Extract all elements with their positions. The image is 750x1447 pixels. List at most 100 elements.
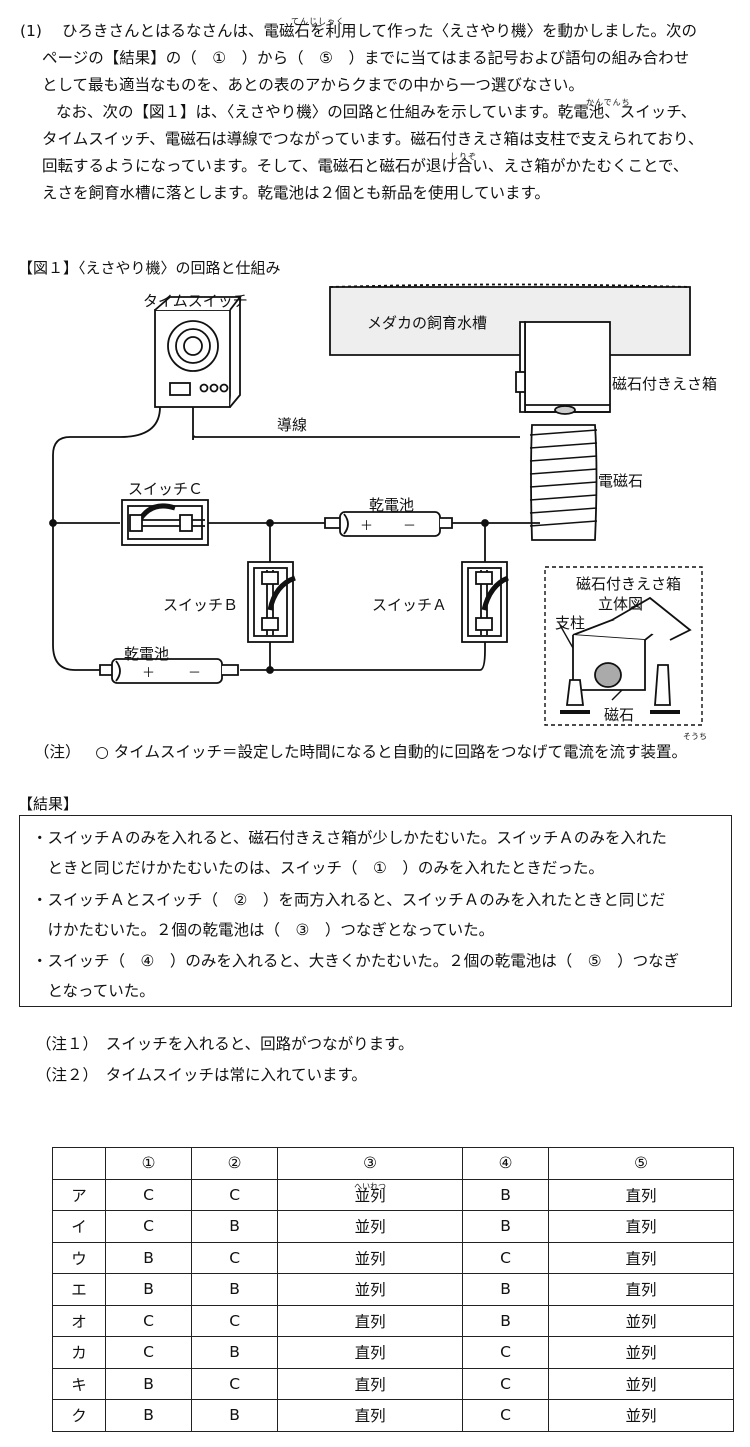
table-cell: 並列: [548, 1367, 734, 1400]
table-cell: 直列: [548, 1273, 734, 1306]
table-cell: オ: [52, 1304, 106, 1337]
table-header-row: ① ② ③ ④ ⑤: [52, 1147, 734, 1180]
question-text: (1)ひろきさんとはるなさんは、電磁石を利用して作った〈えさやり機〉を動かしまし…: [20, 17, 735, 207]
table-cell: B: [462, 1273, 550, 1306]
label-switch-a: スイッチＡ: [372, 596, 448, 614]
question-number: (1): [20, 22, 42, 40]
label-wire: 導線: [277, 416, 308, 434]
table-cell: C: [191, 1241, 279, 1274]
table-cell: C: [191, 1367, 279, 1400]
label-tank: メダカの飼育水槽: [367, 314, 488, 332]
table-cell: イ: [52, 1210, 106, 1243]
figure-title: 【図１】〈えさやり機〉の回路と仕組み: [18, 259, 281, 277]
table-row: カ C B 直列 C 並列: [52, 1336, 734, 1369]
result-box: ・スイッチＡのみを入れると、磁石付きえさ箱が少しかたむいた。スイッチＡのみを入れ…: [19, 815, 732, 1007]
table-cell: C: [104, 1336, 193, 1369]
label-time-switch: タイムスイッチ: [143, 292, 248, 310]
table-cell: C: [104, 1210, 193, 1243]
table-cell: 直列: [548, 1210, 734, 1243]
table-cell: 並列: [548, 1304, 734, 1337]
inset-box: [544, 566, 703, 726]
result-line-6: となっていた。: [32, 982, 155, 1000]
label-inset-title-1: 磁石付きえさ箱: [576, 575, 682, 593]
answer-table: ① ② ③ ④ ⑤ ア C C へいれつ並列 B 直列 イ C B 並列 B 直…: [52, 1147, 734, 1432]
feed-box-shape: [524, 321, 611, 413]
table-cell: B: [191, 1399, 279, 1432]
table-cell: C: [191, 1178, 279, 1211]
result-line-4: けかたむいた。２個の乾電池は（ ③ ）つなぎとなっていた。: [32, 921, 495, 939]
question-line-1: (1)ひろきさんとはるなさんは、電磁石を利用して作った〈えさやり機〉を動かしまし…: [20, 17, 735, 45]
table-cell: カ: [52, 1336, 106, 1369]
table-cell: B: [191, 1210, 279, 1243]
table-cell: エ: [52, 1273, 106, 1306]
table-cell: 直列: [277, 1367, 464, 1400]
table-cell: 並列: [277, 1210, 464, 1243]
table-row: イ C B 並列 B 直列: [52, 1210, 734, 1243]
table-cell: C: [462, 1336, 550, 1369]
label-battery-top: 乾電池: [369, 496, 415, 514]
label-post: 支柱: [555, 614, 586, 632]
label-switch-c: スイッチＣ: [128, 480, 204, 498]
table-cell: 直列: [548, 1178, 734, 1211]
table-header-cell: [52, 1147, 106, 1180]
label-battery-bottom: 乾電池: [124, 645, 170, 663]
time-switch-shape: [154, 309, 231, 408]
table-header-cell: ②: [191, 1147, 279, 1180]
table-cell: 並列: [548, 1336, 734, 1369]
table-cell: B: [104, 1367, 193, 1400]
label-electromagnet: 電磁石: [598, 472, 644, 490]
table-header-cell: ⑤: [548, 1147, 734, 1180]
table-cell: へいれつ並列: [277, 1178, 464, 1211]
label-switch-b: スイッチＢ: [163, 596, 239, 614]
table-cell: B: [191, 1273, 279, 1306]
table-cell: C: [104, 1304, 193, 1337]
label-inset-title-2: 立体図: [598, 595, 644, 613]
question-line-6: 回転するようになっています。そして、電磁石と磁石が退け合い、えさ箱がかたむくこと…: [20, 152, 735, 180]
table-row: オ C C 直列 B 並列: [52, 1304, 734, 1337]
label-magnet: 磁石: [604, 706, 635, 724]
table-row: エ B B 並列 B 直列: [52, 1273, 734, 1306]
table-cell: B: [104, 1273, 193, 1306]
table-header-cell: ③: [277, 1147, 464, 1180]
table-row: キ B C 直列 C 並列: [52, 1367, 734, 1400]
ruby-kandenchi: かんでんち: [586, 98, 631, 107]
note-2: （注２） タイムスイッチは常に入れています。: [36, 1066, 367, 1084]
inset-magnet: [594, 662, 622, 688]
question-line-7: えさを飼育水槽に落とします。乾電池は２個とも新品を使用しています。: [42, 184, 550, 202]
table-cell: B: [462, 1210, 550, 1243]
table-cell: B: [462, 1304, 550, 1337]
ruby-shirizo: しりぞ: [450, 152, 477, 161]
table-cell: ウ: [52, 1241, 106, 1274]
note-1: （注１） スイッチを入れると、回路がつながります。: [36, 1035, 414, 1053]
table-cell: キ: [52, 1367, 106, 1400]
result-line-5: ・スイッチ（ ④ ）のみを入れると、大きくかたむいた。２個の乾電池は（ ⑤ ）つ…: [32, 952, 680, 970]
table-cell: 直列: [548, 1241, 734, 1274]
table-row: ウ B C 並列 C 直列: [52, 1241, 734, 1274]
ruby-heiretsu: へいれつ: [354, 1181, 387, 1191]
label-minus-top: －: [403, 519, 417, 534]
ruby-souchi: そうち: [683, 732, 707, 741]
table-cell: 直列: [277, 1336, 464, 1369]
battery-top-shape: [339, 511, 441, 537]
label-feed-box: 磁石付きえさ箱: [612, 375, 718, 393]
question-line-2: ページの【結果】の（ ① ）から（ ⑤ ）までに当てはまる記号および語句の組み合…: [42, 49, 690, 67]
result-line-2: ときと同じだけかたむいたのは、スイッチ（ ① ）のみを入れたときだった。: [32, 859, 604, 877]
table-row: ア C C へいれつ並列 B 直列: [52, 1178, 734, 1211]
question-line-5: タイムスイッチ、電磁石は導線でつながっています。磁石付きえさ箱は支柱で支えられて…: [42, 130, 704, 148]
table-cell: 並列: [277, 1273, 464, 1306]
table-cell: 直列: [277, 1399, 464, 1432]
table-cell: C: [191, 1304, 279, 1337]
label-plus-bottom: ＋: [142, 666, 156, 681]
figure-note: （注） ○ タイムスイッチ＝設定した時間になると自動的に回路をつなげて電流を流す…: [34, 743, 687, 761]
table-header-cell: ④: [462, 1147, 550, 1180]
table-cell: 直列: [277, 1304, 464, 1337]
table-cell: C: [462, 1399, 550, 1432]
table-cell: ア: [52, 1178, 106, 1211]
table-cell: B: [104, 1399, 193, 1432]
result-title: 【結果】: [18, 795, 79, 813]
table-cell: 並列: [548, 1399, 734, 1432]
table-cell: ク: [52, 1399, 106, 1432]
result-line-1: ・スイッチＡのみを入れると、磁石付きえさ箱が少しかたむいた。スイッチＡのみを入れ…: [32, 829, 667, 847]
table-cell: 並列: [277, 1241, 464, 1274]
table-cell: B: [191, 1336, 279, 1369]
